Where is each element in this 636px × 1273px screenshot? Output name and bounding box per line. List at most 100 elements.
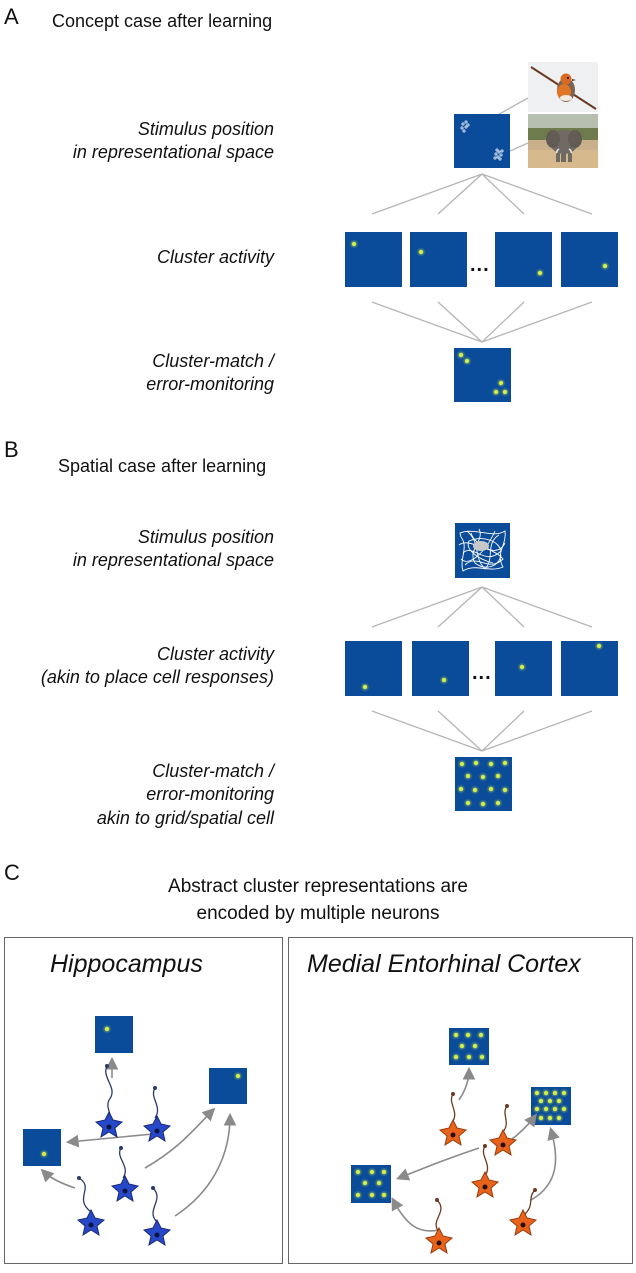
activity-dot <box>459 353 463 357</box>
label-line: Cluster activity <box>156 644 274 664</box>
connector-line <box>371 301 483 343</box>
grid-field-square <box>351 1165 391 1203</box>
activity-dot <box>503 761 507 765</box>
activity-dot <box>382 1170 386 1174</box>
activity-dot <box>481 802 485 806</box>
place-field-square <box>23 1129 61 1166</box>
neuron-icon <box>438 1092 468 1147</box>
stimulus-space-square <box>455 523 510 578</box>
activity-dot <box>489 762 493 766</box>
activity-dot <box>544 1091 548 1095</box>
grid-cell-square <box>455 757 512 811</box>
place-field-square <box>95 1016 133 1053</box>
activity-dot <box>548 1116 552 1120</box>
activity-dot <box>419 250 423 254</box>
activity-dot <box>454 1055 458 1059</box>
cluster-activity-square <box>561 232 618 287</box>
stimulus-position-label: Stimulus position in representational sp… <box>0 118 274 165</box>
activity-dot <box>539 1116 543 1120</box>
activity-dot <box>460 762 464 766</box>
label-line: Stimulus position <box>137 527 274 547</box>
panel-a-heading: Concept case after learning <box>52 11 273 31</box>
activity-dot <box>481 775 485 779</box>
panel-b-letter: B <box>4 437 19 462</box>
activity-dot <box>489 787 493 791</box>
activity-dot <box>538 271 542 275</box>
activity-dot <box>480 1055 484 1059</box>
activity-dot <box>473 1044 477 1048</box>
cluster-activity-square <box>495 641 552 696</box>
connector-line <box>371 586 483 628</box>
cluster-activity-square <box>345 232 402 287</box>
neuron-icon <box>110 1146 140 1203</box>
neuron-icon <box>488 1104 518 1157</box>
activity-dot <box>363 1181 367 1185</box>
activity-dot <box>535 1091 539 1095</box>
connector-line <box>437 586 483 628</box>
panel-a-letter: A <box>4 4 19 29</box>
cluster-activity-label: Cluster activity (akin to place cell res… <box>0 643 274 690</box>
activity-dot <box>496 774 500 778</box>
elephant-image <box>528 114 598 168</box>
ellipsis: ... <box>470 254 490 276</box>
label-line: in representational space <box>72 142 274 163</box>
activity-dot <box>548 1099 552 1103</box>
neuron-icon <box>142 1186 172 1247</box>
hippocampus-network <box>40 1056 237 1247</box>
activity-dot <box>503 788 507 792</box>
activity-dot <box>236 1074 240 1078</box>
panel-b-heading: Spatial case after learning <box>58 456 267 476</box>
activity-dot <box>503 390 507 394</box>
hippocampus-box: Hippocampus <box>4 937 283 1264</box>
cluster-activity-square <box>561 641 618 696</box>
grid-field-square <box>531 1087 571 1125</box>
cluster-activity-label: Cluster activity <box>156 247 274 267</box>
neuron-icon <box>508 1188 538 1237</box>
activity-dot <box>377 1181 381 1185</box>
connector-line <box>481 301 593 343</box>
cluster-activity-square <box>412 641 469 696</box>
neuron-icon <box>94 1064 124 1139</box>
stimulus-space-square <box>454 114 510 168</box>
label-line: Stimulus position <box>137 119 274 139</box>
connector-line <box>481 301 525 343</box>
connector-line <box>481 173 525 215</box>
activity-dot <box>442 678 446 682</box>
activity-dot <box>520 665 524 669</box>
activity-dot <box>466 1033 470 1037</box>
activity-dot <box>553 1107 557 1111</box>
connector-line <box>481 710 593 752</box>
trajectory-scribble <box>458 528 506 572</box>
activity-dot <box>465 359 469 363</box>
activity-dot <box>603 264 607 268</box>
entorhinal-cortex-title: Medial Entorhinal Cortex <box>307 950 581 978</box>
elephant-icon <box>528 114 598 168</box>
activity-dot <box>105 1027 109 1031</box>
connector-line <box>437 173 483 215</box>
label-line: error-monitoring <box>146 374 274 395</box>
activity-dot <box>562 1091 566 1095</box>
connector-line <box>371 710 483 752</box>
activity-dot <box>467 1055 471 1059</box>
label-line: Cluster-match / <box>152 761 274 781</box>
activity-dot <box>557 1116 561 1120</box>
neuron-icon <box>470 1144 500 1199</box>
activity-dot <box>356 1170 360 1174</box>
panel-c-title: Abstract cluster representations are enc… <box>60 874 576 927</box>
cluster-match-label: Cluster-match / error-monitoring akin to… <box>0 760 274 830</box>
title-line: Abstract cluster representations are <box>168 876 468 897</box>
entorhinal-cortex-box: Medial Entorhinal Cortex <box>288 937 633 1264</box>
activity-dot <box>535 1107 539 1111</box>
label-line: error-monitoring <box>146 784 274 805</box>
activity-dot <box>382 1193 386 1197</box>
label-line: (akin to place cell responses) <box>40 667 274 688</box>
activity-dot <box>459 787 463 791</box>
activity-dot <box>356 1193 360 1197</box>
activity-dot <box>466 774 470 778</box>
ellipsis: ... <box>472 662 492 684</box>
entorhinal-network <box>391 1066 560 1255</box>
connector-line <box>481 173 593 215</box>
activity-dot <box>474 761 478 765</box>
label-line: in representational space <box>72 550 274 571</box>
